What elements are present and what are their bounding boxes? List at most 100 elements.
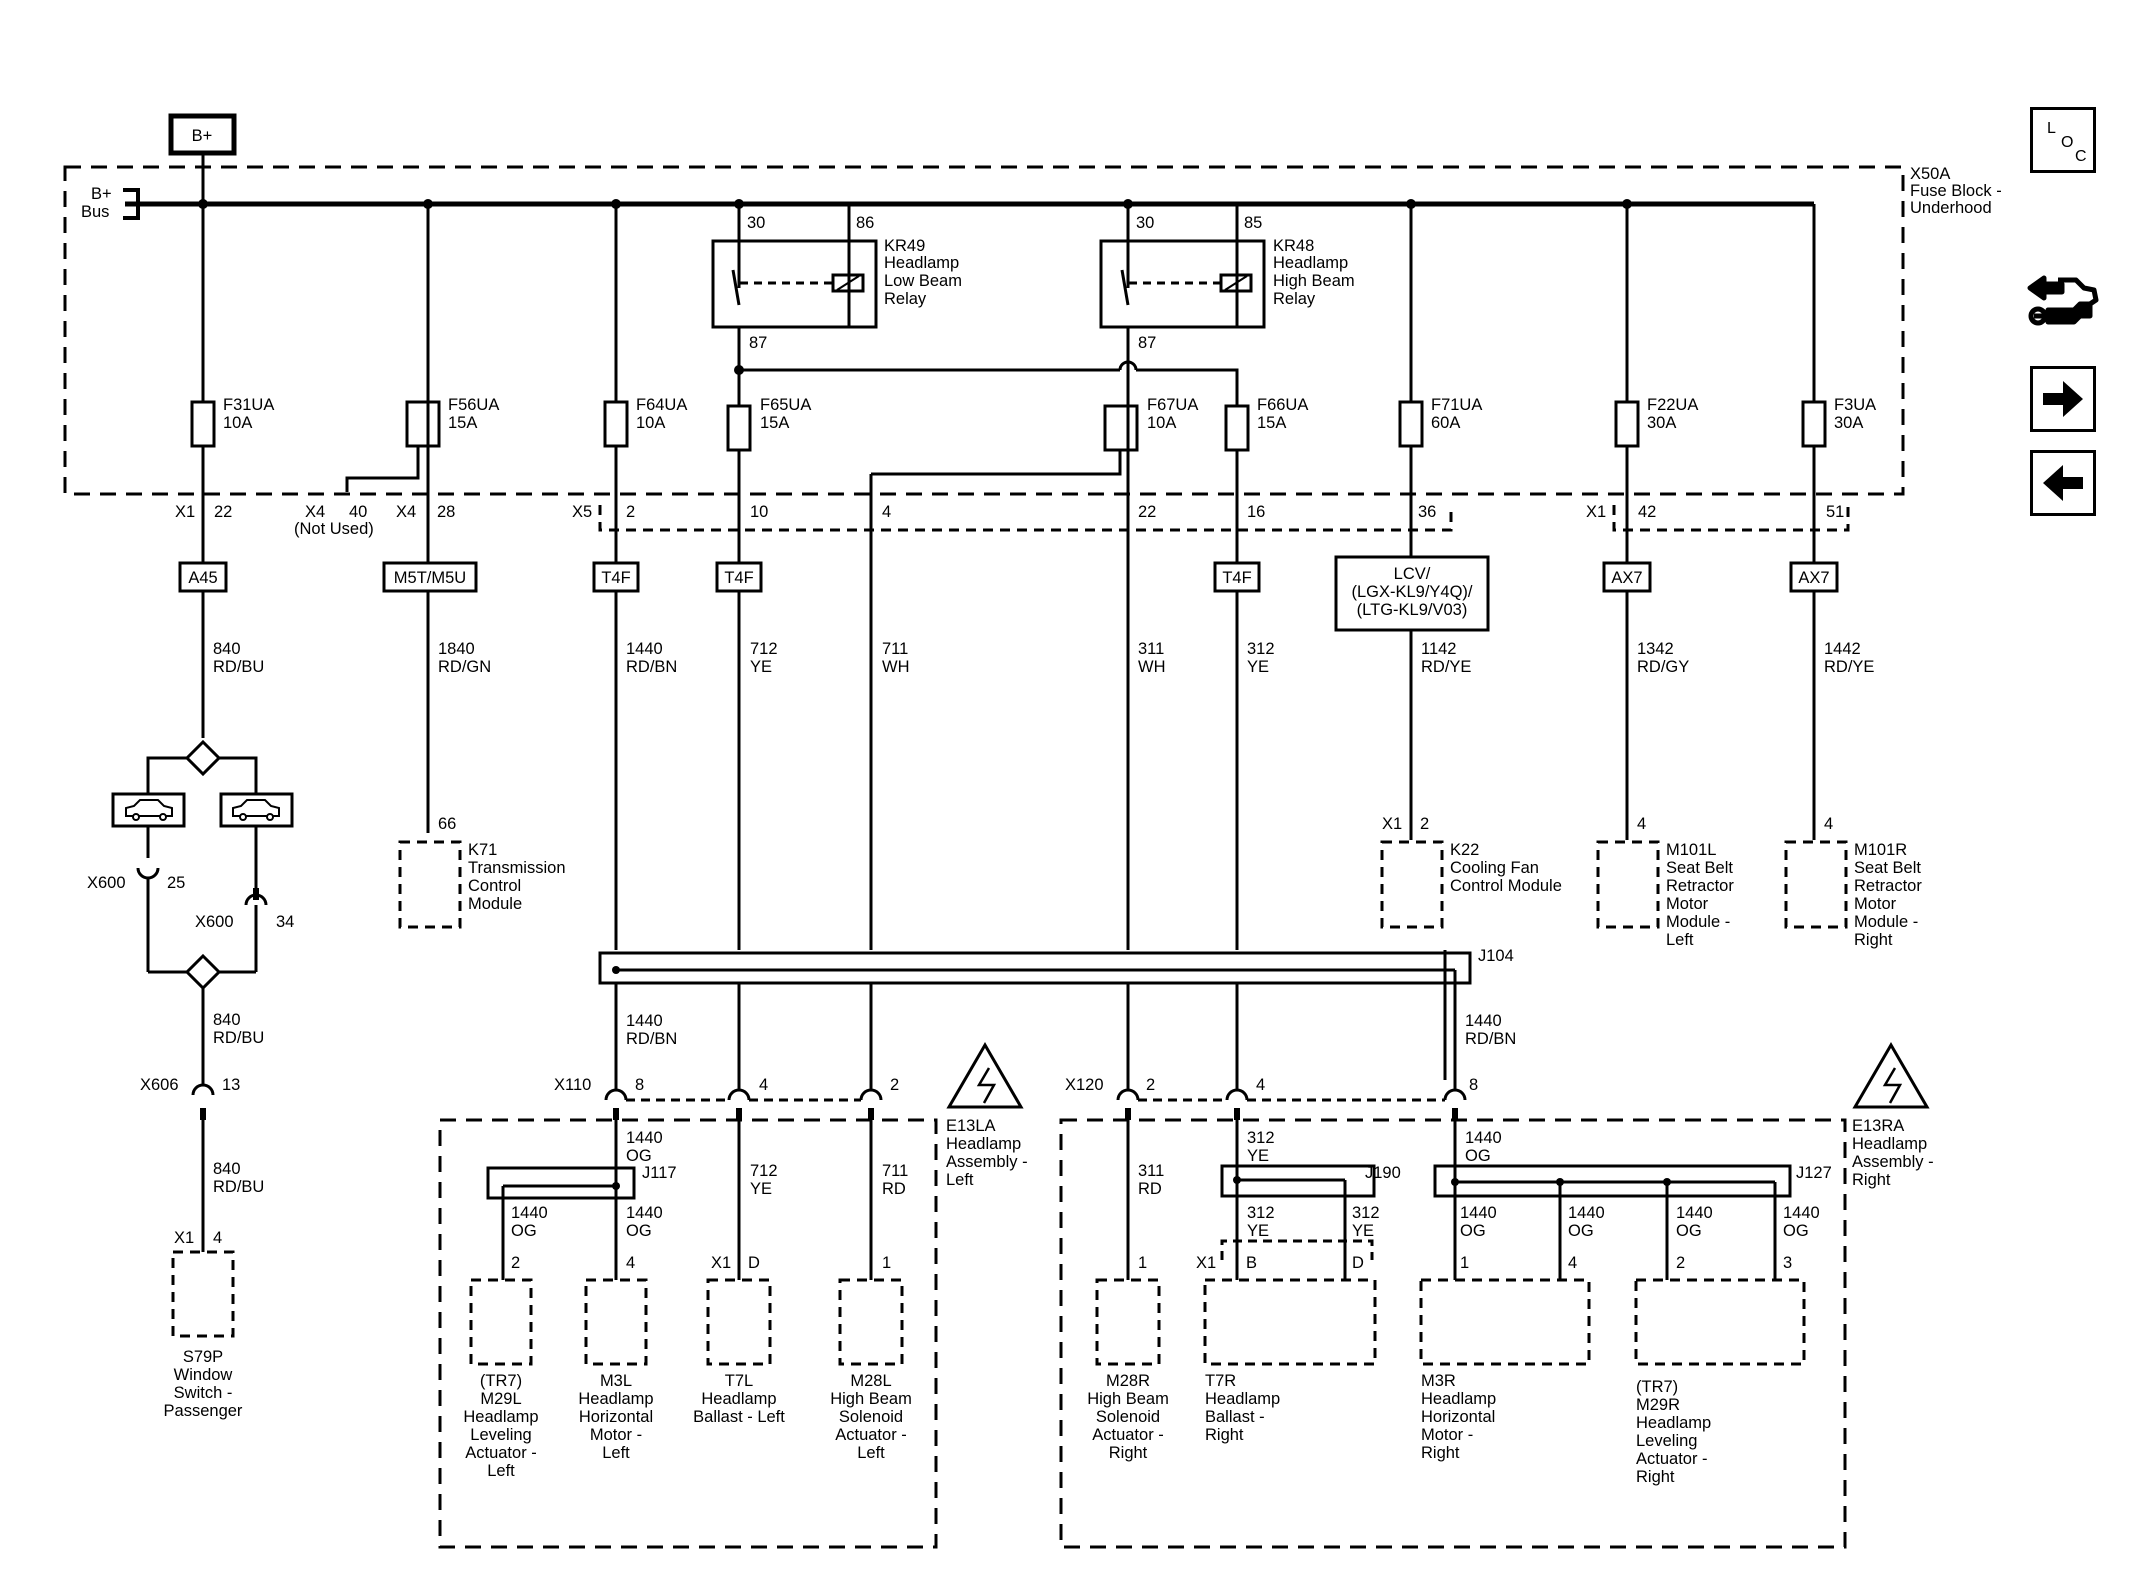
diagram-label: 4 [213, 1229, 222, 1247]
diagram-label: RD/GY [1637, 658, 1689, 676]
diagram-label: M101R [1854, 841, 1907, 859]
diagram-label: Leveling [1636, 1432, 1697, 1450]
diagram-label: 87 [749, 334, 767, 352]
diagram-label: 1440 [626, 640, 663, 658]
diagram-label: RD/BU [213, 1178, 264, 1196]
diagram-label: OG [626, 1147, 652, 1165]
diagram-label: Left [946, 1171, 974, 1189]
diagram-label: X1 [175, 503, 195, 521]
diagram-label: 711 [882, 640, 908, 658]
diagram-label: 1342 [1637, 640, 1674, 658]
option-ax7-2 [1789, 561, 1839, 593]
assembly-right-outline [1059, 1118, 1847, 1549]
diagram-label: Ballast - Left [693, 1408, 785, 1426]
diagram-label: 1840 [438, 640, 475, 658]
diagram-label: 3 [1783, 1254, 1792, 1272]
diagram-label: WH [1138, 658, 1166, 676]
diagram-label: Headlamp [1421, 1390, 1496, 1408]
diagram-label: F22UA [1647, 396, 1698, 414]
diagram-label: 840 [213, 640, 241, 658]
diagram-label: OG [1465, 1147, 1491, 1165]
diagram-label: F65UA [760, 396, 811, 414]
module-k22 [1380, 840, 1444, 929]
diagram-label: YE [1247, 1147, 1269, 1165]
component-m3l [584, 1278, 648, 1366]
previous-button[interactable] [2030, 450, 2096, 516]
diagram-label: Headlamp [1852, 1135, 1927, 1153]
diagram-label: Assembly - [1852, 1153, 1934, 1171]
diagram-label: OG [1568, 1222, 1594, 1240]
diagram-label: Transmission [468, 859, 566, 877]
diagram-label: Low Beam [884, 272, 962, 290]
loc-letter-l: L [2047, 120, 2056, 137]
diagram-label: 85 [1244, 214, 1262, 232]
diagram-label: Module - [1666, 913, 1730, 931]
option-a45 [178, 561, 228, 593]
diagram-label: M28L [850, 1372, 891, 1390]
diagram-label: YE [750, 1180, 772, 1198]
diagram-label: RD/BN [626, 1030, 677, 1048]
diagram-label: F71UA [1431, 396, 1482, 414]
diagram-label: X110 [554, 1076, 591, 1094]
diagram-label: J190 [1365, 1164, 1401, 1182]
component-m29l [469, 1278, 533, 1366]
fuse-f71ua [1398, 400, 1424, 448]
diagram-label: M28R [1106, 1372, 1150, 1390]
option-t4f-2 [715, 561, 763, 593]
diagram-label: Actuator - [835, 1426, 907, 1444]
battery-box: B+ [168, 113, 237, 156]
diagram-label: F31UA [223, 396, 274, 414]
diagram-label: LCV/ [1394, 565, 1431, 583]
diagram-label: 1440 [1783, 1204, 1820, 1222]
diagram-label: 10 [750, 503, 768, 521]
module-m101l [1596, 840, 1660, 929]
diagram-label: YE [1352, 1222, 1374, 1240]
diagram-label: J117 [642, 1164, 677, 1182]
diagram-label: RD/YE [1421, 658, 1471, 676]
diagram-label: 840 [213, 1011, 241, 1029]
diagram-label: 86 [856, 214, 874, 232]
diagram-label: 711 [882, 1162, 908, 1180]
diagram-label: High Beam [1087, 1390, 1169, 1408]
diagram-label: X50A [1910, 165, 1950, 183]
loc-button[interactable]: L O C [2030, 107, 2096, 173]
diagram-label: 712 [750, 1162, 778, 1180]
diagram-label: 1 [1138, 1254, 1147, 1272]
diagram-label: A45 [188, 569, 217, 587]
diagram-label: AX7 [1611, 569, 1642, 587]
diagram-label: Left [487, 1462, 515, 1480]
diagram-label: M5T/M5U [394, 569, 466, 587]
diagram-label: YE [1247, 1222, 1269, 1240]
diagram-label: 312 [1247, 1129, 1275, 1147]
diagram-label: 4 [882, 503, 891, 521]
diagram-label: Leveling [470, 1426, 531, 1444]
diagram-label: 10A [1147, 414, 1176, 432]
diagram-label: OG [511, 1222, 537, 1240]
diagram-label: X1 [174, 1229, 194, 1247]
diagram-label: (TR7) [1636, 1378, 1678, 1396]
diagram-label: Headlamp [946, 1135, 1021, 1153]
diagram-label: Headlamp [884, 254, 959, 272]
diagram-label: Right [1205, 1426, 1244, 1444]
next-button[interactable] [2030, 366, 2096, 432]
diagram-label: WH [882, 658, 910, 676]
diagram-label: Cooling Fan [1450, 859, 1539, 877]
vehicle-tools-button[interactable] [2024, 270, 2102, 342]
diagram-label: T4F [601, 569, 630, 587]
diagram-label: Relay [1273, 290, 1316, 308]
diagram-label: Left [857, 1444, 885, 1462]
component-m28l [838, 1278, 904, 1366]
diagram-label: Solenoid [1096, 1408, 1160, 1426]
diagram-label: Module [468, 895, 522, 913]
diagram-label: K71 [468, 841, 497, 859]
diagram-label: Switch - [174, 1384, 233, 1402]
diagram-label: Left [602, 1444, 630, 1462]
diagram-label: RD/BN [1465, 1030, 1516, 1048]
diagram-label: 4 [1824, 815, 1833, 833]
diagram-label: F3UA [1834, 396, 1876, 414]
component-t7l [706, 1278, 772, 1366]
diagram-label: 8 [1469, 1076, 1478, 1094]
diagram-label: 4 [1568, 1254, 1577, 1272]
fuse-f66ua [1224, 404, 1250, 452]
diagram-label: (LTG-KL9/V03) [1357, 601, 1468, 619]
